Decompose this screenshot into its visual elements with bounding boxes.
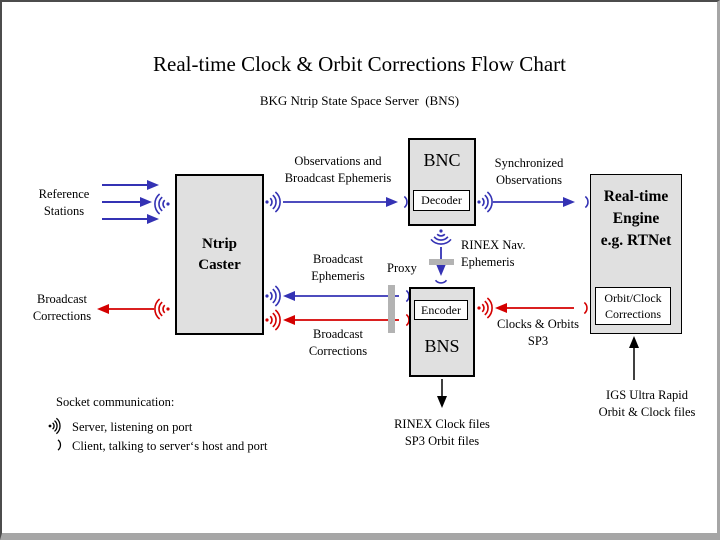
- igs-engine-arrow: [629, 336, 639, 380]
- synchronized-observations-arrow: [477, 191, 589, 213]
- label-rinex-nav-ephemeris: RINEX Nav. Ephemeris: [461, 238, 526, 269]
- bns-label: BNS: [424, 336, 460, 356]
- label-broadcast-corrections-left: Broadcast Corrections: [32, 292, 92, 323]
- proxy-bar-horizontal: [429, 259, 454, 265]
- bns-files-arrow: [437, 379, 447, 408]
- legend-heading: Socket communication:: [56, 395, 175, 409]
- slide-title: Real-time Clock & Orbit Corrections Flow…: [153, 52, 566, 76]
- broadcast-corrections-mid-arrow: [265, 309, 410, 331]
- client-socket-icon: [405, 313, 410, 327]
- rinex-nav-arrow: [430, 229, 452, 284]
- label-synchronized-observations: Synchronized Observations: [494, 156, 564, 187]
- legend-client-icon: [57, 439, 62, 451]
- ntrip-caster-label: Ntrip: [201, 235, 237, 252]
- slide-subtitle: BKG Ntrip State Space Server (BNS): [259, 93, 460, 108]
- legend-server-text: Server, listening on port: [72, 420, 193, 434]
- client-socket-icon: [405, 289, 410, 303]
- ntrip-caster-label: Caster: [198, 256, 241, 273]
- label-reference-stations: Reference Stations: [38, 187, 90, 218]
- legend-client-text: Client, talking to server‘s host and por…: [72, 439, 268, 453]
- label-broadcast-ephemeris: Broadcast Ephemeris: [311, 252, 365, 283]
- observations-arrow: [265, 191, 408, 213]
- label-rinex-clock-files: RINEX Clock files SP3 Orbit files: [394, 417, 490, 448]
- orbit-clock-corrections-box: Orbit/Clock Corrections: [595, 287, 671, 325]
- bnc-label: BNC: [423, 150, 461, 170]
- client-socket-icon: [434, 279, 448, 284]
- engine-label: e.g. RTNet: [600, 232, 672, 249]
- clocks-orbits-arrow: [477, 297, 588, 319]
- label-proxy: Proxy: [387, 261, 417, 275]
- decoder-box: Decoder: [413, 190, 470, 211]
- server-socket-icon: [154, 193, 170, 215]
- reference-stations-arrows: [102, 180, 159, 224]
- client-socket-icon: [403, 195, 408, 209]
- broadcast-corrections-left-arrow: [97, 298, 170, 320]
- broadcast-ephemeris-arrow: [265, 285, 410, 307]
- client-socket-icon: [583, 301, 588, 315]
- proxy-bar-vertical: [388, 285, 395, 333]
- label-observations-ephemeris: Observations and Broadcast Ephemeris: [284, 154, 392, 185]
- engine-label: Engine: [612, 210, 660, 227]
- label-broadcast-corrections-mid: Broadcast Corrections: [308, 327, 368, 358]
- label-clocks-orbits: Clocks & Orbits SP3: [497, 317, 579, 348]
- engine-label: Real-time: [603, 188, 669, 205]
- label-igs-ultra-rapid: IGS Ultra Rapid Orbit & Clock files: [598, 388, 696, 419]
- ntrip-caster-box: Ntrip Caster: [175, 174, 264, 335]
- encoder-box: Encoder: [414, 300, 468, 320]
- client-socket-icon: [584, 195, 589, 209]
- bnc-box: BNC: [408, 138, 476, 226]
- legend-server-icon: [48, 417, 61, 435]
